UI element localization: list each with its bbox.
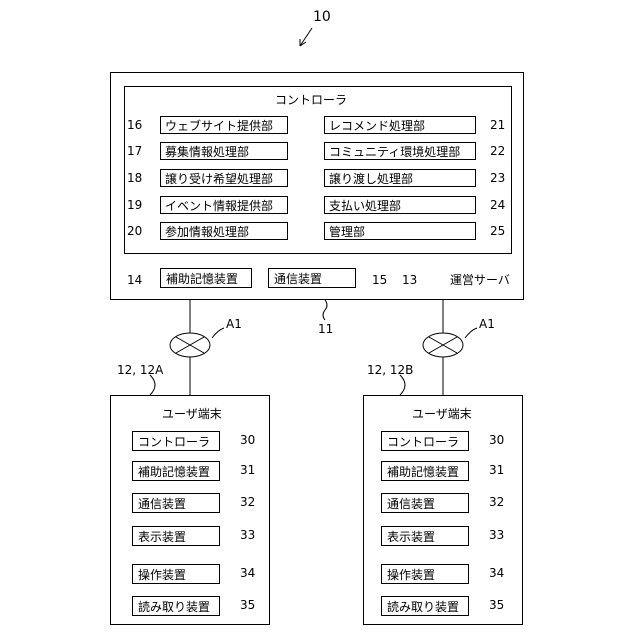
network-right-label: A1 [479,318,495,330]
server-controller-title: コントローラ [275,94,347,106]
ref-number: 31 [240,464,255,476]
ref-number: 32 [240,496,255,508]
terminal-right-ref: 12, 12B [367,364,413,376]
unit-label: ウェブサイト提供部 [165,120,273,132]
unit-label: 表示装置 [138,531,186,543]
terminal-left-ref: 12, 12A [117,364,163,376]
ref-number: 20 [127,225,142,237]
unit-label: 操作装置 [387,569,435,581]
ref-number: 14 [127,274,142,286]
ref-number: 18 [127,172,142,184]
unit-box: 操作装置 [132,564,220,584]
unit-box: 譲り受け希望処理部 [160,169,288,187]
ref-number: 30 [240,434,255,446]
network-left-symbol [170,333,210,357]
terminal-left-leader [150,375,155,395]
ref-number: 23 [490,172,505,184]
unit-box: 参加情報処理部 [160,222,288,240]
ref-number: 24 [490,199,505,211]
unit-box: 通信装置 [381,493,469,513]
ref-number: 16 [127,119,142,131]
unit-label: レコメンド処理部 [329,120,425,132]
unit-label: 補助記憶装置 [138,466,210,478]
ref-number: 25 [490,225,505,237]
unit-label: 通信装置 [138,498,186,510]
ref-number: 32 [489,496,504,508]
server-label: 運営サーバ [450,274,510,286]
figure-number: 10 [313,10,331,24]
unit-label: イベント情報提供部 [165,200,273,212]
unit-label: 譲り渡し処理部 [329,173,413,185]
unit-box: コミュニティ環境処理部 [324,142,476,160]
unit-label: 募集情報処理部 [165,146,249,158]
unit-box: 補助記憶装置 [381,461,469,481]
unit-box: 表示装置 [132,526,220,546]
terminal-right-leader [400,375,405,395]
unit-label: 譲り受け希望処理部 [165,173,273,185]
ref-number: 22 [490,145,505,157]
network-right-symbol [423,333,463,357]
unit-box: 管理部 [324,222,476,240]
unit-box: 読み取り装置 [132,596,220,616]
unit-box: レコメンド処理部 [324,116,476,134]
unit-box: 読み取り装置 [381,596,469,616]
unit-label: コミュニティ環境処理部 [329,146,460,158]
ref-number: 21 [490,119,505,131]
unit-label: 通信装置 [387,498,435,510]
ref-number: 34 [240,567,255,579]
unit-box: コントローラ [132,431,220,451]
unit-box: 募集情報処理部 [160,142,288,160]
server-ref: 11 [318,323,333,335]
server-comm-box: 通信装置 [268,268,356,288]
ref-number: 33 [240,529,255,541]
unit-box: 支払い処理部 [324,196,476,214]
unit-box: 通信装置 [132,493,220,513]
unit-box: 表示装置 [381,526,469,546]
terminal-title: ユーザ端末 [412,408,472,420]
ref-number: 31 [489,464,504,476]
figure-arrow-head [300,39,306,46]
ref-number: 35 [489,599,504,611]
a1-right-leader [465,328,477,338]
unit-label: 補助記憶装置 [387,466,459,478]
unit-label: コントローラ [138,436,210,448]
ref-number: 17 [127,145,142,157]
unit-label: 管理部 [329,226,365,238]
unit-box: イベント情報提供部 [160,196,288,214]
unit-box: 補助記憶装置 [132,461,220,481]
leader-11 [323,300,327,320]
unit-box: コントローラ [381,431,469,451]
controller-ref: 13 [402,274,417,286]
unit-label: 表示装置 [387,531,435,543]
server-storage-box: 補助記憶装置 [160,268,252,288]
unit-label: 通信装置 [274,273,322,285]
terminal-title: ユーザ端末 [162,408,222,420]
unit-label: 参加情報処理部 [165,226,249,238]
unit-label: 操作装置 [138,569,186,581]
ref-number: 19 [127,199,142,211]
unit-label: 支払い処理部 [329,200,401,212]
unit-label: 読み取り装置 [138,601,210,613]
network-left-label: A1 [226,318,242,330]
ref-number: 35 [240,599,255,611]
unit-label: 補助記憶装置 [166,273,238,285]
unit-label: コントローラ [387,436,459,448]
ref-number: 30 [489,434,504,446]
unit-box: ウェブサイト提供部 [160,116,288,134]
figure-arrow [300,28,312,46]
unit-box: 操作装置 [381,564,469,584]
ref-number: 34 [489,567,504,579]
ref-number: 33 [489,529,504,541]
ref-number: 15 [372,274,387,286]
a1-left-leader [212,328,224,338]
unit-label: 読み取り装置 [387,601,459,613]
unit-box: 譲り渡し処理部 [324,169,476,187]
